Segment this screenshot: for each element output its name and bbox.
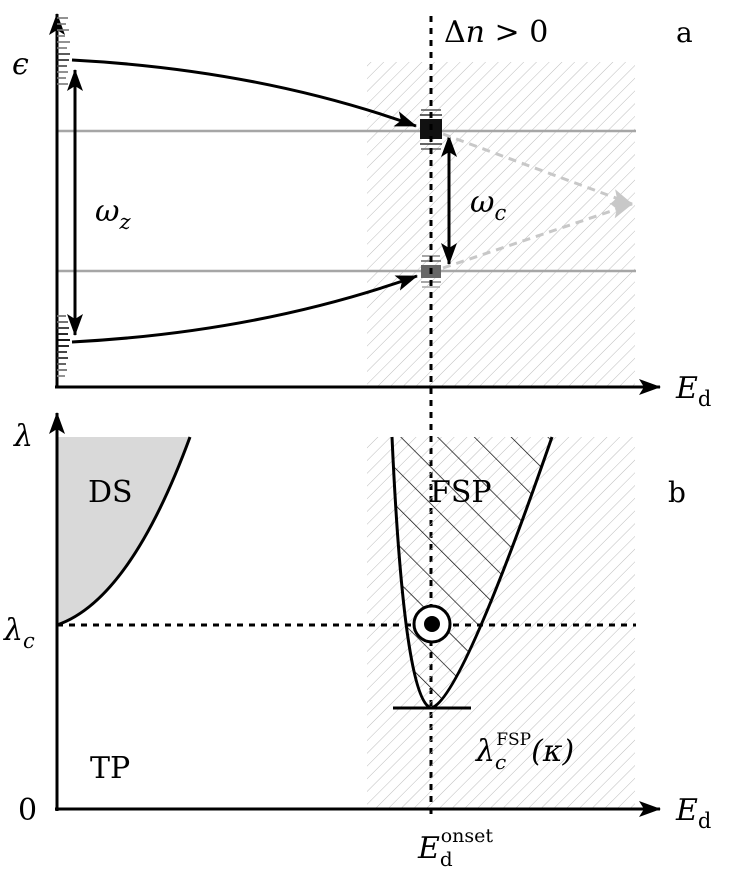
fsp-boundary-right: [430, 436, 554, 710]
tp-region-label: TP: [90, 751, 130, 786]
fsp-region-label: FSP: [430, 475, 492, 510]
light-dashed-arrow-upper: [442, 132, 633, 206]
onset-energy-label: Edonset: [417, 825, 493, 871]
critical-point-dot: [424, 616, 440, 632]
epsilon-axis-label: ϵ: [12, 47, 29, 82]
light-dashed-arrow-lower: [442, 202, 633, 270]
lower-left-level-band: [57, 315, 70, 377]
lower-level-curve-arrow: [71, 274, 418, 344]
upper-level-curve-arrow: [71, 58, 417, 128]
panel-a: a Δn > 0 ϵ Ed ωz ωc: [12, 13, 711, 815]
upper-left-level-band: [57, 17, 70, 85]
panel-b: b λ λc 0 Ed DS FSP TP λcFSP(κ) Edonset: [3, 412, 711, 871]
ds-region-label: DS: [88, 475, 133, 510]
fsp-boundary-left: [390, 436, 432, 710]
panel-a-label: a: [676, 16, 693, 49]
ds-region: [57, 437, 190, 625]
lambda-c-label: λc: [3, 613, 35, 653]
panel-b-label: b: [668, 476, 686, 509]
lambda-axis-label: λ: [13, 419, 33, 454]
delta-n-header: Δn > 0: [444, 15, 548, 50]
ds-boundary: [56, 436, 192, 627]
panel-b-x-axis-label: Ed: [675, 793, 711, 833]
zero-label: 0: [18, 793, 37, 828]
fsp-lambda-c-kappa-label: λcFSP(κ): [475, 730, 574, 774]
omega-z-label: ωz: [95, 194, 131, 234]
omega-c-label: ωc: [470, 185, 506, 225]
panel-a-x-axis-label: Ed: [675, 371, 711, 411]
